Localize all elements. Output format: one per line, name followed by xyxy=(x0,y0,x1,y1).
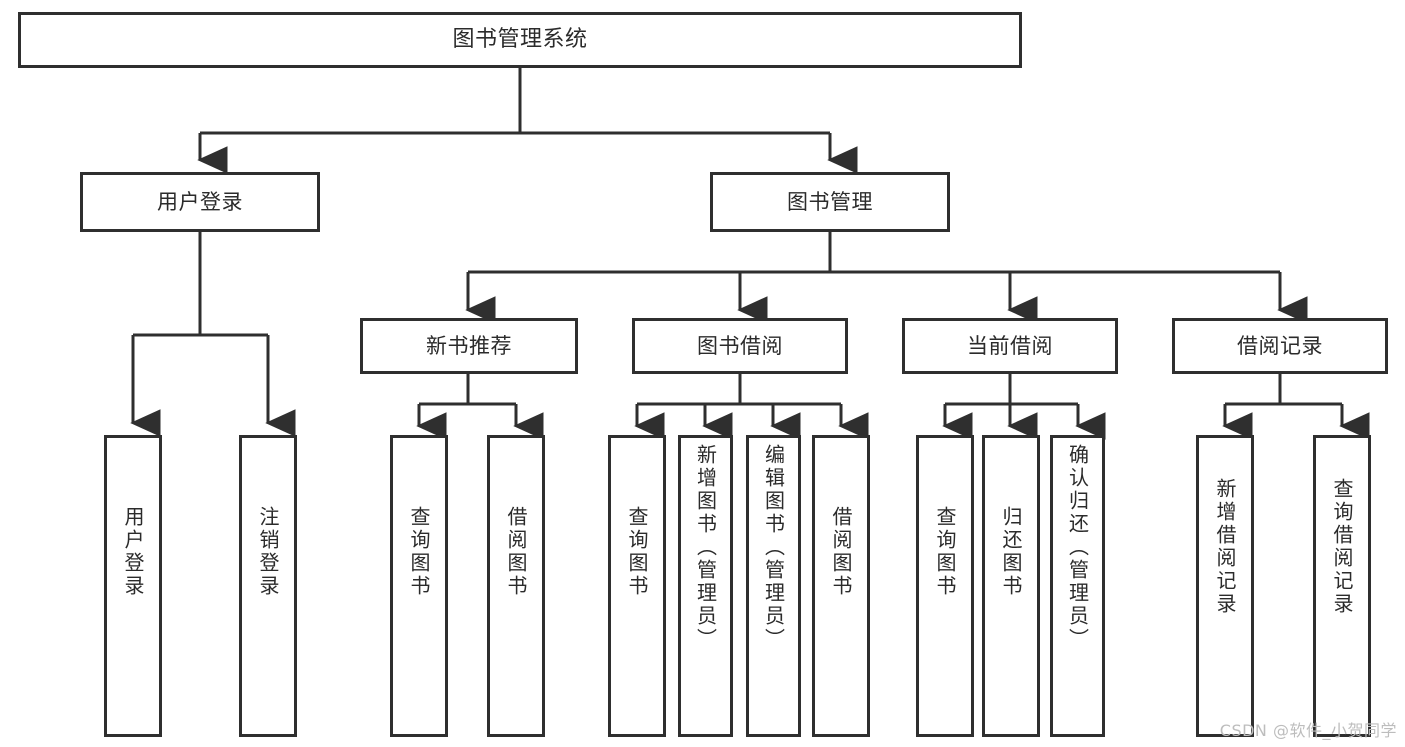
node-label: 查询图书 xyxy=(933,506,957,598)
node-root-book-management-system[interactable]: 图书管理系统 xyxy=(18,12,1022,68)
node-label: 注销登录 xyxy=(256,506,280,598)
node-borrow-record[interactable]: 借阅记录 xyxy=(1172,318,1388,374)
node-label: 编辑图书（管理员） xyxy=(761,444,786,651)
node-user-login[interactable]: 用户登录 xyxy=(80,172,320,232)
leaf-book-borrow-add-book-admin[interactable]: 新增图书（管理员） xyxy=(678,435,733,737)
node-book-borrow[interactable]: 图书借阅 xyxy=(632,318,848,374)
leaf-new-book-borrow-book[interactable]: 借阅图书 xyxy=(487,435,545,737)
leaf-current-borrow-confirm-return-admin[interactable]: 确认归还（管理员） xyxy=(1050,435,1105,737)
node-label: 借阅图书 xyxy=(829,506,853,598)
leaf-book-borrow-borrow-book[interactable]: 借阅图书 xyxy=(812,435,870,737)
node-label: 确认归还（管理员） xyxy=(1065,444,1090,651)
leaf-current-borrow-return-book[interactable]: 归还图书 xyxy=(982,435,1040,737)
node-new-book-recommend[interactable]: 新书推荐 xyxy=(360,318,578,374)
node-label: 借阅图书 xyxy=(504,506,528,598)
node-label: 用户登录 xyxy=(121,506,145,598)
node-label: 用户登录 xyxy=(157,189,243,214)
node-label: 新书推荐 xyxy=(426,333,512,358)
node-label: 查询借阅记录 xyxy=(1330,478,1354,616)
node-label: 新增借阅记录 xyxy=(1213,478,1237,616)
node-label: 图书借阅 xyxy=(697,333,783,358)
node-label: 借阅记录 xyxy=(1237,333,1323,358)
node-label: 查询图书 xyxy=(625,506,649,598)
leaf-book-borrow-query-book[interactable]: 查询图书 xyxy=(608,435,666,737)
leaf-new-book-query-book[interactable]: 查询图书 xyxy=(390,435,448,737)
leaf-borrow-record-add-record[interactable]: 新增借阅记录 xyxy=(1196,435,1254,737)
node-label: 图书管理 xyxy=(787,189,873,214)
leaf-user-login-logout[interactable]: 注销登录 xyxy=(239,435,297,737)
leaf-current-borrow-query-book[interactable]: 查询图书 xyxy=(916,435,974,737)
leaf-book-borrow-edit-book-admin[interactable]: 编辑图书（管理员） xyxy=(746,435,801,737)
csdn-watermark: CSDN @软件_小贺同学 xyxy=(1219,721,1397,740)
leaf-borrow-record-query-record[interactable]: 查询借阅记录 xyxy=(1313,435,1371,737)
node-label: 当前借阅 xyxy=(967,333,1053,358)
node-label: 新增图书（管理员） xyxy=(693,444,718,651)
node-label: 查询图书 xyxy=(407,506,431,598)
node-current-borrow[interactable]: 当前借阅 xyxy=(902,318,1118,374)
node-book-management[interactable]: 图书管理 xyxy=(710,172,950,232)
node-label: 图书管理系统 xyxy=(452,27,588,53)
leaf-user-login-login[interactable]: 用户登录 xyxy=(104,435,162,737)
node-label: 归还图书 xyxy=(999,506,1023,598)
